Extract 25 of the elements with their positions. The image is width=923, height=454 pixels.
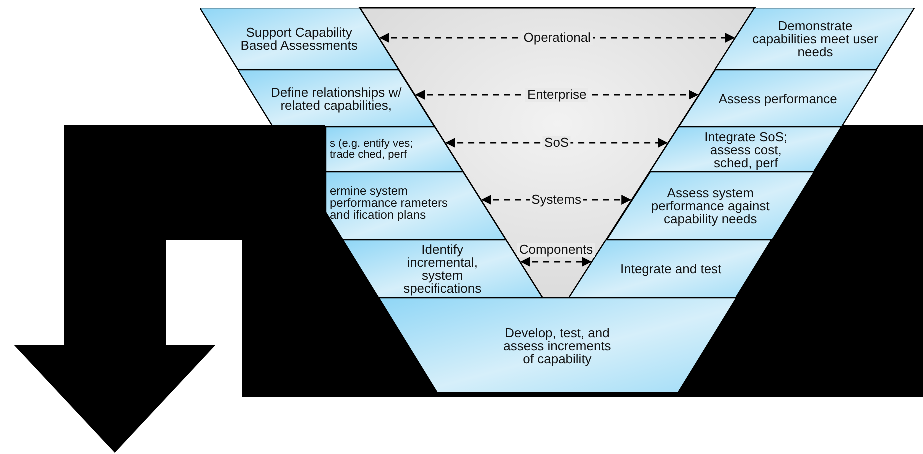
- edge-label: Systems: [530, 193, 584, 207]
- band-label: Develop, test, and assess increments of capability: [502, 326, 612, 365]
- band-label: ermine system performance rameters and ification plans: [330, 185, 450, 221]
- band-label: Integrate and test: [619, 262, 723, 276]
- band-label: Support Capability Based Assessments: [240, 26, 359, 52]
- double-arrow: [446, 138, 668, 148]
- band-label: Define relationships w/ related capabilities,: [270, 86, 403, 112]
- edge-label: Enterprise: [525, 88, 589, 102]
- band-label: Integrate SoS; assess cost, sched, perf: [704, 130, 789, 169]
- band-label: Assess system performance against capability needs: [650, 186, 771, 226]
- process-band: [326, 172, 506, 240]
- band-label: Assess performance: [718, 92, 838, 105]
- band-label: s (e.g. entify ves; trade ched, perf: [330, 138, 414, 160]
- edge-label: SoS: [542, 136, 572, 150]
- process-band: [715, 8, 915, 70]
- process-band: [678, 70, 877, 127]
- double-arrow: [520, 257, 592, 267]
- process-band: [606, 172, 814, 240]
- process-band: [238, 70, 435, 127]
- process-band: [650, 127, 842, 172]
- band-label: Demonstrate capabilities meet user needs: [752, 20, 880, 58]
- process-band: [200, 8, 400, 70]
- edge-label: Components: [517, 243, 596, 257]
- edge-label: Operational: [522, 31, 593, 45]
- band-label: Identify incremental, system specifications: [402, 243, 483, 295]
